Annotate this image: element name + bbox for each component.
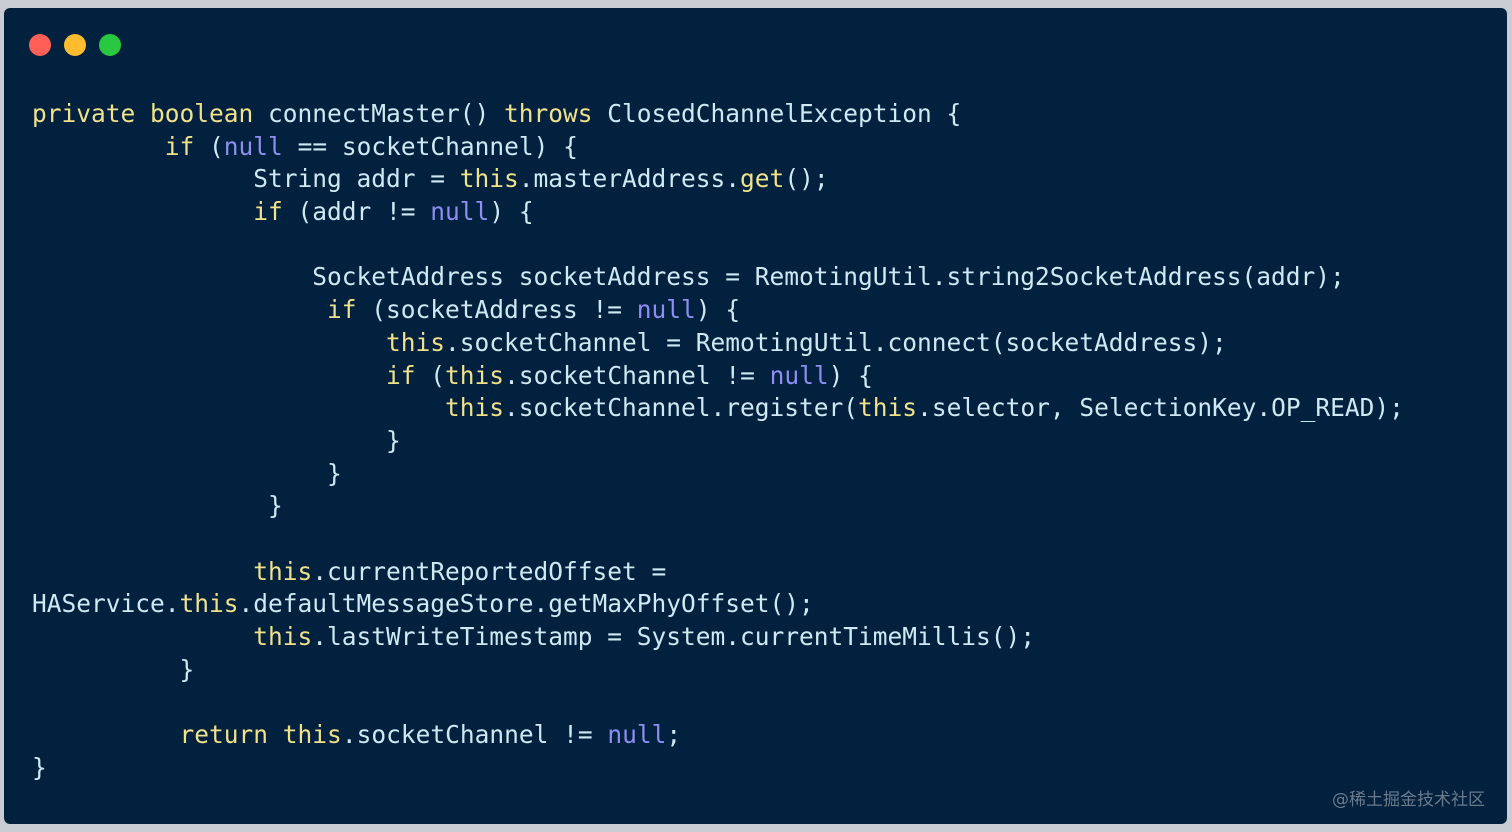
code-token: } bbox=[32, 654, 195, 684]
code-token bbox=[32, 557, 253, 586]
code-token: ( bbox=[415, 360, 446, 390]
code-token: this bbox=[445, 360, 505, 390]
code-token: .defaultMessageStore.getMaxPhyOffset(); bbox=[238, 589, 814, 619]
code-token: .socketChannel = RemotingUtil.connect(so… bbox=[445, 327, 1227, 357]
code-token: if bbox=[164, 131, 195, 161]
code-token: this bbox=[459, 164, 519, 194]
code-token: this bbox=[282, 720, 342, 750]
code-token: this bbox=[445, 393, 505, 423]
code-line: if (this.socketChannel != null) { bbox=[32, 360, 1404, 393]
code-token bbox=[268, 720, 283, 749]
code-token: throws bbox=[504, 99, 593, 128]
code-line: HAService.this.defaultMessageStore.getMa… bbox=[32, 588, 1404, 621]
code-line: private boolean connectMaster() throws C… bbox=[32, 98, 1404, 131]
code-token: if bbox=[253, 197, 283, 227]
code-token bbox=[32, 328, 386, 357]
code-token: (); bbox=[784, 164, 829, 194]
code-line: this.socketChannel.register(this.selecto… bbox=[32, 392, 1404, 425]
code-token: private boolean bbox=[32, 99, 254, 128]
code-line: } bbox=[32, 752, 1404, 785]
code-token: ( bbox=[194, 131, 224, 161]
code-line: } bbox=[32, 490, 1404, 523]
code-token bbox=[32, 622, 253, 651]
code-window: private boolean connectMaster() throws C… bbox=[4, 8, 1507, 824]
code-token: null bbox=[636, 295, 696, 325]
code-token: .masterAddress. bbox=[518, 164, 741, 194]
code-token: this bbox=[386, 327, 446, 357]
code-token: .socketChannel != bbox=[504, 360, 770, 390]
code-token: String addr = bbox=[32, 164, 460, 194]
code-token: .socketChannel.register( bbox=[504, 393, 859, 423]
code-token bbox=[32, 295, 327, 324]
code-token: .currentReportedOffset = bbox=[312, 556, 667, 586]
watermark: @稀土掘金技术社区 bbox=[1332, 790, 1485, 810]
code-block: private boolean connectMaster() throws C… bbox=[32, 98, 1404, 784]
code-token: this bbox=[858, 393, 918, 423]
code-line: this.lastWriteTimestamp = System.current… bbox=[32, 621, 1404, 654]
code-line: String addr = this.masterAddress.get(); bbox=[32, 163, 1404, 196]
code-token: } bbox=[32, 425, 401, 455]
code-line: return this.socketChannel != null; bbox=[32, 719, 1404, 752]
code-token bbox=[32, 197, 253, 226]
code-line bbox=[32, 229, 1404, 262]
code-token: .selector, SelectionKey.OP_READ); bbox=[917, 393, 1404, 423]
code-line: } bbox=[32, 458, 1404, 491]
code-line: SocketAddress socketAddress = RemotingUt… bbox=[32, 261, 1404, 294]
code-token: } bbox=[32, 491, 283, 521]
code-token: null bbox=[223, 131, 283, 161]
code-line: if (null == socketChannel) { bbox=[32, 131, 1404, 164]
code-token: if bbox=[327, 295, 357, 325]
code-token: get bbox=[740, 164, 785, 194]
code-line: } bbox=[32, 654, 1404, 687]
code-line: this.currentReportedOffset = bbox=[32, 556, 1404, 589]
code-token: connectMaster() bbox=[253, 99, 505, 128]
code-line: } bbox=[32, 425, 1404, 458]
code-token: (addr != bbox=[282, 197, 431, 227]
code-token: } bbox=[32, 458, 342, 488]
code-token: ClosedChannelException { bbox=[592, 99, 962, 128]
code-token: null bbox=[769, 360, 829, 390]
code-token: ) { bbox=[695, 295, 741, 325]
code-token: ; bbox=[666, 720, 682, 750]
code-token bbox=[32, 361, 386, 390]
code-token: ) { bbox=[828, 360, 873, 390]
code-line: if (addr != null) { bbox=[32, 196, 1404, 229]
code-token bbox=[32, 132, 165, 161]
code-token: (socketAddress != bbox=[356, 295, 637, 325]
code-token: null bbox=[430, 197, 490, 227]
code-token: this bbox=[253, 622, 313, 651]
code-token: .lastWriteTimestamp = System.currentTime… bbox=[312, 622, 1036, 651]
code-token: null bbox=[607, 720, 667, 750]
code-token: SocketAddress socketAddress = RemotingUt… bbox=[32, 262, 1345, 292]
code-line bbox=[32, 523, 1404, 556]
code-line bbox=[32, 686, 1404, 719]
code-token: return bbox=[179, 720, 269, 750]
code-token: this bbox=[253, 556, 313, 586]
zoom-dot-icon[interactable] bbox=[99, 34, 121, 56]
code-token: HAService. bbox=[32, 589, 180, 619]
code-token: == socketChannel) { bbox=[282, 131, 578, 161]
code-line: if (socketAddress != null) { bbox=[32, 294, 1404, 327]
close-dot-icon[interactable] bbox=[29, 34, 51, 56]
code-token: .socketChannel != bbox=[341, 720, 608, 750]
code-token: } bbox=[32, 752, 47, 782]
code-token: ) { bbox=[489, 197, 534, 227]
code-line: this.socketChannel = RemotingUtil.connec… bbox=[32, 327, 1404, 360]
minimize-dot-icon[interactable] bbox=[64, 34, 86, 56]
window-controls bbox=[29, 34, 121, 56]
code-token: if bbox=[386, 360, 416, 390]
code-token bbox=[32, 393, 445, 422]
code-token: this bbox=[179, 589, 239, 619]
code-token bbox=[32, 720, 180, 749]
